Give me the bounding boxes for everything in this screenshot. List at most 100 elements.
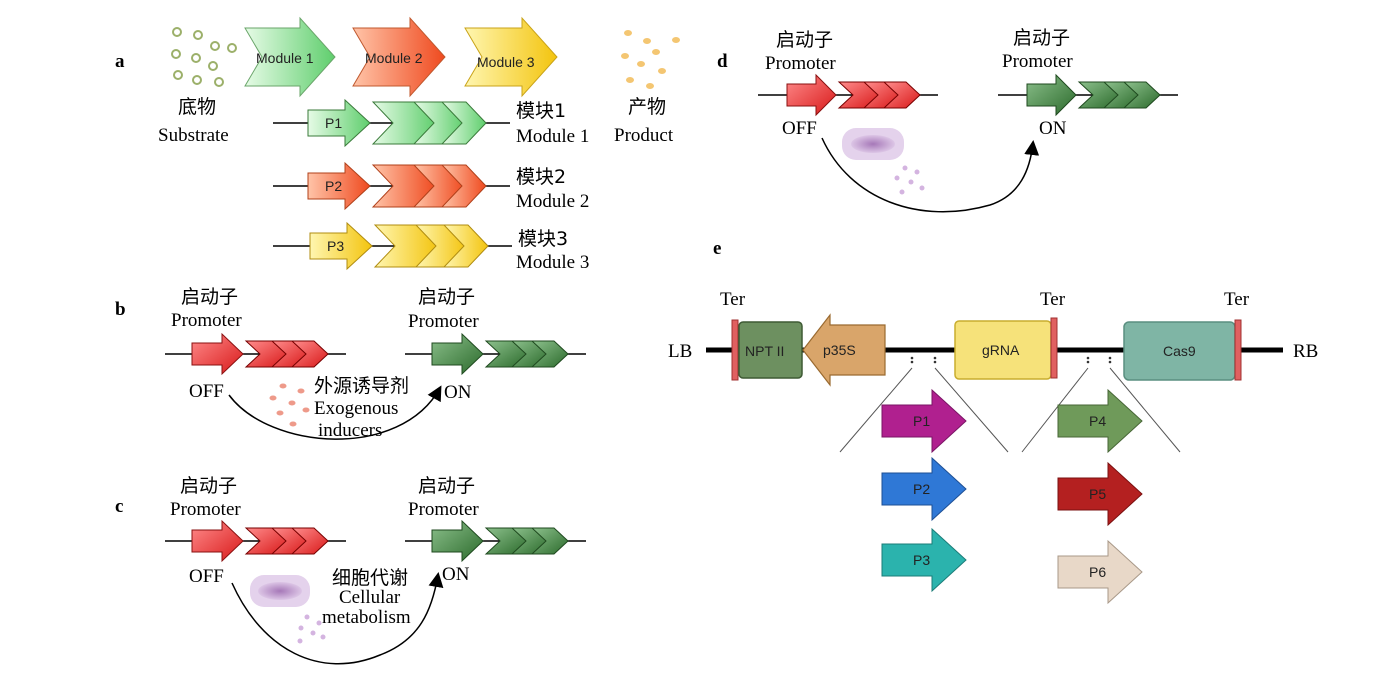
construct-2-promoter: P2: [325, 178, 342, 194]
terminator-2: [1050, 317, 1058, 379]
d-off-promoter-arrow: [786, 73, 837, 117]
promoter-p2: P2: [881, 456, 967, 522]
grna-label: gRNA: [982, 342, 1020, 358]
promoter-p5: P5: [1057, 461, 1143, 527]
c-on-label: ON: [442, 564, 470, 585]
d-promoter-on-cn: 启动子: [1013, 27, 1070, 49]
flow-module-1: Module 1: [244, 16, 336, 98]
b-activation-arrow: [228, 385, 442, 440]
c-on-promoter-arrow: [431, 519, 484, 563]
product-cn: 产物: [628, 96, 666, 118]
c-cell-icon: [250, 575, 310, 607]
cas9-label: Cas9: [1163, 343, 1196, 359]
construct-3-name-en: Module 3: [516, 252, 589, 273]
d-metabolite-dots: [894, 165, 925, 195]
inducer-en-1: Exogenous: [314, 398, 398, 419]
product-dots: [621, 30, 680, 89]
construct-1-name-cn: 模块1: [516, 100, 566, 122]
substrate-cn: 底物: [178, 96, 216, 118]
d-on-promoter-arrow: [1026, 73, 1077, 117]
b-off-gene: [244, 340, 329, 368]
d-promoter-on-en: Promoter: [1002, 51, 1073, 72]
cas9-box: Cas9: [1123, 321, 1236, 381]
panel-b: b 启动子 Promoter OFF 启动子 Promoter ON: [115, 286, 586, 441]
construct-2-name-en: Module 2: [516, 191, 589, 212]
flow-module-3: Module 3: [464, 16, 558, 98]
metab-en-2: metabolism: [322, 607, 411, 628]
b-off-promoter-arrow: [191, 332, 244, 376]
grna-box: gRNA: [954, 320, 1052, 380]
c-promoter-on-en: Promoter: [408, 499, 479, 520]
promoter-p3-label: P3: [913, 552, 930, 568]
promoter-p2-label: P2: [913, 481, 930, 497]
c-activation-arrow: [231, 572, 444, 665]
d-off-gene: [837, 81, 921, 109]
panel-c-label: c: [115, 496, 123, 517]
d-promoter-off-cn: 启动子: [776, 29, 833, 51]
ter-label-1: Ter: [720, 289, 746, 310]
c-off-promoter-arrow: [191, 519, 244, 563]
metab-en-1: Cellular: [339, 587, 401, 608]
construct-module-1: P1 模块1 Module 1: [273, 98, 589, 148]
promoter-p1: P1: [881, 388, 967, 454]
e-lb-label: LB: [668, 341, 692, 362]
inducer-cn: 外源诱导剂: [314, 375, 409, 397]
flow-module-3-label: Module 3: [477, 54, 535, 70]
inducer-dots: [269, 383, 310, 427]
c-off-label: OFF: [189, 566, 224, 587]
construct-3-name-cn: 模块3: [518, 228, 568, 250]
substrate-en: Substrate: [158, 125, 229, 146]
panel-c: c 启动子 Promoter OFF 启动子 Promoter ON: [115, 475, 586, 665]
b-promoter-off-en: Promoter: [171, 310, 242, 331]
construct-module-3: P3 模块3 Module 3: [273, 221, 589, 273]
insertion-guides: [839, 367, 1181, 453]
c-off-gene: [244, 527, 329, 555]
d-on-label: ON: [1039, 118, 1067, 139]
c-promoter-off-en: Promoter: [170, 499, 241, 520]
promoter-p1-label: P1: [913, 413, 930, 429]
c-on-gene: [484, 527, 569, 555]
metab-cn: 细胞代谢: [332, 567, 408, 589]
nptii-box: NPT II: [738, 321, 803, 379]
b-promoter-on-en: Promoter: [408, 311, 479, 332]
promoter-p4-label: P4: [1089, 413, 1106, 429]
terminator-1: [731, 319, 739, 381]
construct-2-name-cn: 模块2: [516, 166, 566, 188]
flow-module-1-label: Module 1: [256, 50, 314, 66]
d-promoter-off-en: Promoter: [765, 53, 836, 74]
c-promoter-on-cn: 启动子: [418, 475, 475, 497]
flow-module-2: Module 2: [352, 16, 446, 98]
p35s-label: p35S: [823, 342, 856, 358]
d-activation-arrow: [821, 137, 1040, 213]
e-rb-label: RB: [1293, 341, 1318, 362]
terminator-3: [1234, 319, 1242, 381]
d-cell-icon: [842, 128, 904, 160]
construct-1-promoter: P1: [325, 115, 342, 131]
d-off-label: OFF: [782, 118, 817, 139]
panel-a: a 底物 Substrate Module 1 Module 2 Module …: [115, 16, 680, 273]
ter-label-3: Ter: [1224, 289, 1250, 310]
d-on-gene: [1077, 81, 1161, 109]
construct-3-promoter: P3: [327, 238, 344, 254]
product-en: Product: [614, 125, 674, 146]
c-promoter-off-cn: 启动子: [180, 475, 237, 497]
b-on-label: ON: [444, 382, 472, 403]
b-promoter-off-cn: 启动子: [181, 286, 238, 308]
insertion-dots: [910, 356, 1112, 364]
promoter-p6-label: P6: [1089, 564, 1106, 580]
flow-module-2-label: Module 2: [365, 50, 423, 66]
panel-b-label: b: [115, 299, 126, 320]
b-on-promoter-arrow: [431, 332, 484, 376]
promoter-p3: P3: [881, 527, 967, 593]
c-metabolite-dots: [297, 614, 326, 644]
panel-d: d 启动子 Promoter OFF 启动子 Promoter ON: [717, 27, 1178, 213]
panel-d-label: d: [717, 51, 728, 72]
promoter-p4: P4: [1057, 388, 1143, 454]
nptii-label: NPT II: [745, 343, 784, 359]
ter-label-2: Ter: [1040, 289, 1066, 310]
construct-module-2: P2 模块2 Module 2: [273, 161, 589, 212]
construct-1-name-en: Module 1: [516, 126, 589, 147]
p35s-promoter: p35S: [802, 313, 886, 387]
b-off-label: OFF: [189, 381, 224, 402]
